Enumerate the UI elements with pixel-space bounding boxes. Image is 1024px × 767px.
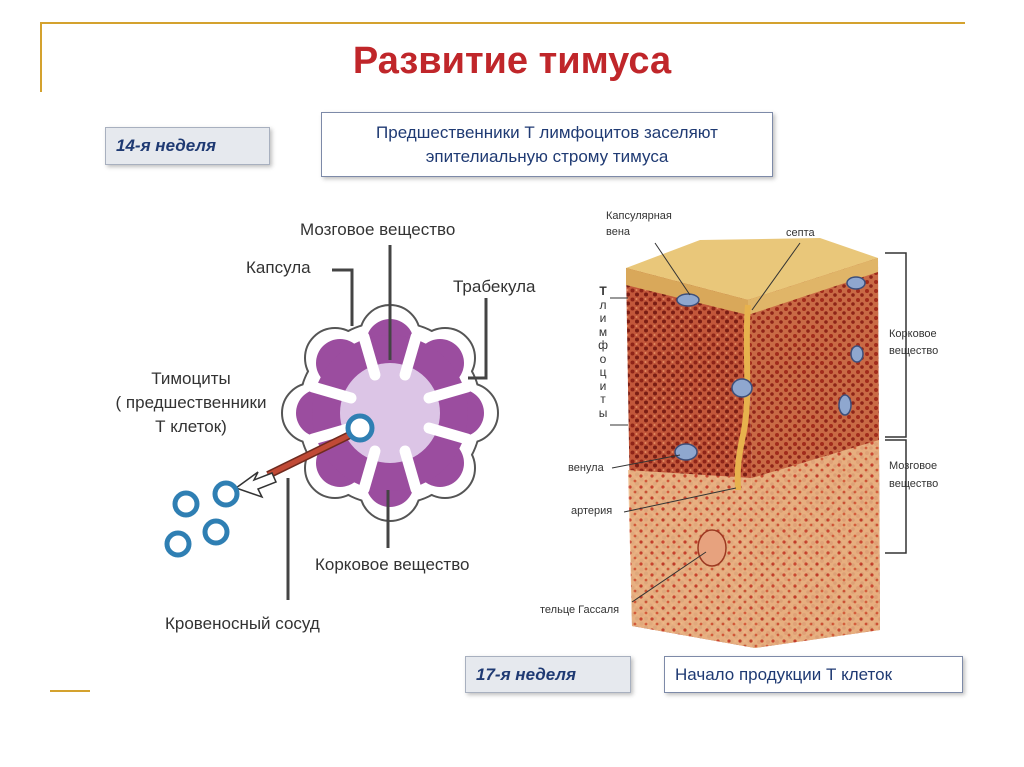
thymus-schematic bbox=[164, 245, 499, 600]
label-cortex-right-line2: вещество bbox=[889, 345, 939, 357]
tissue-capsule-top bbox=[626, 238, 878, 300]
info-box-top: Предшественники Т лимфоцитов заселяют эп… bbox=[321, 112, 773, 177]
blood-vessel bbox=[234, 413, 375, 499]
info-box-bottom: Начало продукции Т клеток bbox=[664, 656, 963, 693]
label-venule: венула bbox=[568, 462, 604, 474]
t-lymph-letter: ф bbox=[598, 338, 608, 352]
label-thymocytes-line3: Т клеток) bbox=[155, 417, 227, 436]
left-leader-lines bbox=[286, 245, 488, 600]
tissue-block bbox=[610, 238, 907, 648]
label-capsular-vein-line2: вена bbox=[606, 226, 631, 238]
info-top-line1: Предшественники Т лимфоцитов заселяют bbox=[376, 122, 718, 142]
frame-line-bottom bbox=[50, 690, 90, 692]
t-lymph-letter: т bbox=[600, 392, 606, 406]
label-t-lymphocytes-vertical: Т л и м ф о ц и т ы bbox=[597, 284, 609, 420]
label-cortex: Корковое вещество bbox=[315, 555, 470, 574]
t-lymph-letter: ц bbox=[599, 365, 607, 379]
label-medulla: Мозговое вещество bbox=[300, 220, 456, 239]
right-leader-lines bbox=[610, 242, 801, 603]
tissue-medulla-right bbox=[752, 440, 880, 648]
label-thymocytes: Тимоциты ( предшественники Т клеток) bbox=[96, 369, 286, 437]
tissue-brackets bbox=[885, 252, 907, 554]
week-14-box: 14-я неделя bbox=[105, 127, 270, 165]
t-lymph-letter: и bbox=[599, 378, 607, 393]
label-cortex-right-line1: Корковое bbox=[889, 328, 937, 340]
label-thymocytes-line2: ( предшественники bbox=[115, 393, 267, 412]
tissue-vessels bbox=[674, 276, 866, 567]
t-lymph-letter: о bbox=[599, 351, 607, 366]
t-lymph-letter: Т bbox=[599, 284, 607, 298]
label-capsular-vein-line1: Капсулярная bbox=[606, 210, 672, 222]
t-lymph-letter: ы bbox=[598, 405, 608, 420]
trabecula-septa bbox=[307, 331, 473, 495]
medulla-core bbox=[340, 363, 440, 463]
week-17-label: 17-я неделя bbox=[476, 664, 576, 684]
tissue-capsule-side bbox=[748, 258, 878, 315]
tissue-capsule-front bbox=[626, 268, 748, 315]
precursor-cells bbox=[164, 480, 240, 558]
label-septa: септа bbox=[786, 227, 815, 239]
week-14-label: 14-я неделя bbox=[116, 136, 216, 155]
t-lymph-letter: л bbox=[599, 297, 607, 312]
label-hassall-body: тельце Гассаля bbox=[540, 604, 620, 616]
info-bottom-text: Начало продукции Т клеток bbox=[675, 664, 893, 684]
tissue-medulla-left bbox=[628, 470, 755, 648]
tissue-septa bbox=[734, 304, 751, 491]
slide-title: Развитие тимуса bbox=[352, 40, 672, 82]
frame-line-top bbox=[40, 22, 965, 24]
label-capsule: Капсула bbox=[246, 258, 311, 277]
label-blood-vessel: Кровеносный сосуд bbox=[165, 614, 320, 633]
label-trabecula: Трабекула bbox=[453, 277, 536, 296]
info-top-line2: эпителиальную строму тимуса bbox=[425, 146, 669, 166]
label-thymocytes-line1: Тимоциты bbox=[151, 369, 231, 388]
label-medulla-right-line1: Мозговое bbox=[889, 460, 938, 472]
label-artery: артерия bbox=[571, 505, 613, 517]
t-lymph-letter: и bbox=[599, 311, 607, 325]
week-17-box: 17-я неделя bbox=[465, 656, 631, 693]
frame-line-left bbox=[40, 22, 42, 92]
t-lymph-letter: м bbox=[598, 324, 608, 339]
label-medulla-right-line2: вещество bbox=[889, 478, 939, 490]
